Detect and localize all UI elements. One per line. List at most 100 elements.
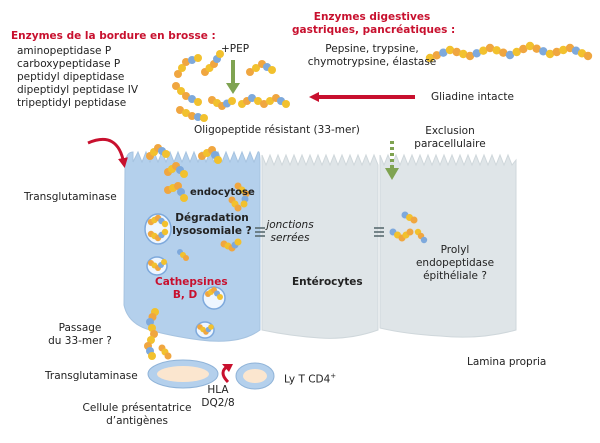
jonctions-label-1: jonctions	[266, 219, 314, 231]
digestive-enzymes-line-1: Pepsine, trypsine,	[325, 43, 419, 55]
peptide-bead	[492, 46, 501, 55]
peptide-bead	[252, 64, 260, 72]
peptide-bead	[254, 97, 262, 105]
enterocytes-label: Entérocytes	[292, 276, 363, 288]
peptide-bead	[234, 238, 242, 246]
peptide-bead	[499, 48, 508, 57]
t-lymphocyte-label-sup: +	[330, 372, 337, 380]
peptide-bead	[148, 352, 156, 360]
prolyl-label-1: Prolyl	[440, 244, 470, 256]
peptide-bead	[172, 82, 180, 90]
peptide-bead	[432, 51, 441, 60]
passage-label-1: Passage	[58, 322, 102, 334]
peptide-bead	[194, 54, 202, 62]
enterocyte-grey-middle	[261, 153, 379, 339]
enterocyte-blue	[123, 150, 261, 342]
oligopeptide-label: Oligopeptide résistant (33-mer)	[194, 124, 360, 136]
peptide-bead	[559, 45, 568, 55]
digestive-enzymes-title-2: gastriques, pancréatiques :	[292, 24, 456, 36]
peptide-bead	[479, 46, 488, 55]
peptide-bead	[552, 47, 561, 57]
peptide-bead	[208, 324, 214, 330]
peptide-bead	[545, 49, 555, 59]
apc-label-2: d’antigènes	[106, 415, 168, 427]
peptide-bead	[420, 236, 428, 244]
peptide-bead	[445, 45, 455, 55]
transglutaminase-bottom-label: Transglutaminase	[45, 370, 138, 382]
peptide-bead	[485, 43, 495, 53]
peptide-bead	[174, 70, 182, 78]
peptide-bead	[188, 95, 196, 103]
peptide-bead	[200, 114, 208, 122]
peptide-chains	[144, 41, 593, 360]
peptide-bead	[180, 194, 188, 202]
degradation-label-1: Dégradation	[175, 212, 249, 224]
t-lymphocyte-nucleus	[243, 369, 267, 383]
peptide-bead	[519, 44, 528, 54]
lamina-propria-label: Lamina propria	[467, 356, 547, 368]
peptide-bead	[194, 113, 202, 121]
peptide-bead	[472, 49, 481, 58]
prolyl-label-2: endopeptidase	[415, 257, 495, 269]
peptide-bead	[178, 64, 186, 72]
peptide-bead	[282, 100, 290, 108]
peptide-bead	[406, 228, 414, 236]
exclusion-arrow-head	[385, 168, 399, 180]
exclusion-label-2: paracellulaire	[414, 138, 486, 150]
jonctions-label-2: serrées	[270, 232, 310, 244]
peptide-bead	[425, 53, 435, 63]
transglutaminase-top-label: Transglutaminase	[24, 191, 117, 203]
digestive-enzymes-title-1: Enzymes digestives	[313, 11, 431, 23]
brush-border-item: carboxypeptidase P	[17, 58, 121, 70]
prolyl-label-3: épithéliale ?	[423, 270, 487, 282]
peptide-bead	[465, 51, 475, 61]
pep-label: +PEP	[221, 43, 250, 55]
hla-label-2: DQ2/8	[201, 397, 235, 409]
tight-junction-right	[374, 227, 384, 237]
peptide-bead	[161, 228, 169, 236]
t-lymphocyte-label-text: Ly T CD4	[284, 373, 331, 386]
peptide-bead	[161, 220, 169, 228]
brush-border-item: peptidyl dipeptidase	[17, 71, 125, 83]
peptide-bead	[525, 41, 535, 51]
apc-nucleus	[157, 366, 209, 382]
peptide-bead	[217, 294, 223, 300]
peptide-bead	[174, 182, 182, 190]
peptide-bead	[164, 352, 172, 360]
peptide-bead	[266, 97, 274, 105]
peptide-bead	[452, 47, 461, 57]
apc-label-1: Cellule présentatrice	[82, 402, 192, 414]
pep-arrow-head	[226, 83, 240, 94]
peptide-bead	[583, 51, 593, 61]
endocytose-label: endocytose	[190, 187, 255, 198]
t-lymphocyte-label: Ly T CD4+	[284, 370, 336, 387]
peptide-bead	[216, 50, 224, 58]
peptide-bead	[248, 94, 256, 102]
cathepsines-label-2: B, D	[172, 289, 198, 301]
cathepsines-label-1: Cathepsines	[155, 276, 228, 288]
peptide-bead	[194, 98, 202, 106]
digestive-enzymes-line-2: chymotrypsine, élastase	[307, 56, 437, 68]
peptide-bead	[182, 109, 190, 117]
peptide-bead	[176, 106, 184, 114]
peptide-bead	[439, 48, 448, 57]
peptide-bead	[246, 68, 254, 76]
peptide-bead	[150, 330, 158, 338]
passage-label-2: du 33-mer ?	[48, 335, 112, 347]
exclusion-label-1: Exclusion	[425, 125, 475, 137]
peptide-bead	[182, 92, 190, 100]
peptide-bead	[268, 66, 276, 74]
peptide-bead	[459, 49, 468, 59]
peptide-bead	[180, 170, 188, 178]
peptide-bead	[188, 112, 196, 120]
peptide-bead	[505, 50, 515, 60]
peptide-bead	[214, 156, 222, 164]
brush-border-item: aminopeptidase P	[17, 45, 112, 57]
hla-label-1: HLA	[207, 384, 229, 396]
peptide-bead	[532, 44, 541, 53]
peptide-bead	[183, 255, 189, 261]
peptide-bead	[260, 100, 268, 108]
enterocyte-grey-right	[379, 153, 517, 338]
